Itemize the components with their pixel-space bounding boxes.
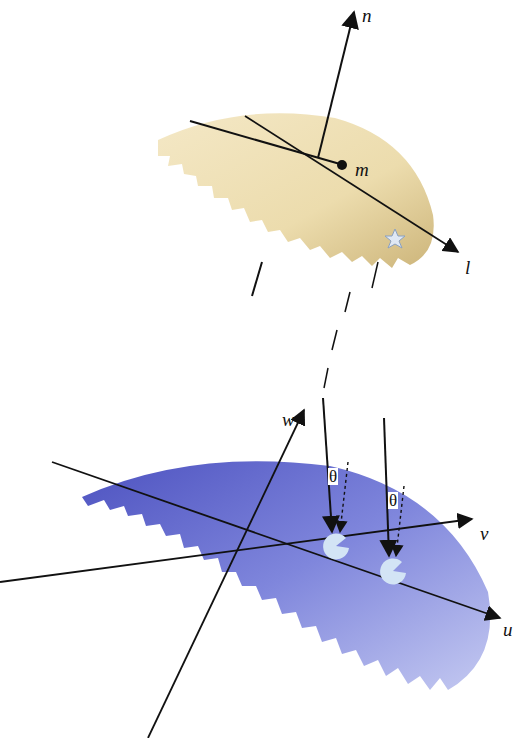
upper-surface (158, 113, 434, 268)
lower-surface (82, 461, 490, 690)
marker (380, 558, 406, 584)
marker (323, 533, 349, 559)
axis-label: w (282, 410, 295, 429)
axis-label: n (362, 6, 372, 25)
angle-label: θ (388, 492, 398, 509)
axis-label: u (503, 620, 513, 639)
axis-label: m (355, 160, 369, 179)
star (385, 229, 405, 248)
angle-label: θ (328, 468, 338, 485)
axis-label: v (480, 524, 488, 543)
axis-label: l (465, 258, 470, 277)
